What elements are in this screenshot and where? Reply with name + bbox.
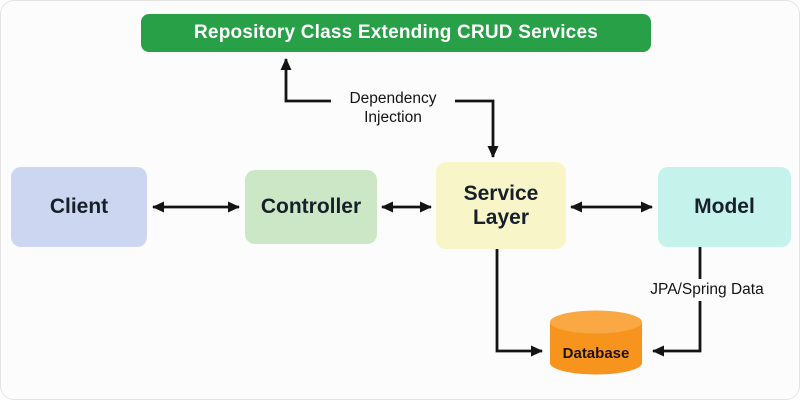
node-client: Client [11, 167, 147, 247]
title-text: Repository Class Extending CRUD Services [194, 22, 598, 43]
jpa-spring-data-label: JPA/Spring Data [641, 279, 773, 301]
title-banner: Repository Class Extending CRUD Services [141, 14, 651, 52]
node-model-label: Model [694, 195, 755, 219]
database-cylinder-icon [550, 310, 642, 375]
node-model: Model [658, 167, 791, 247]
node-controller: Controller [245, 170, 377, 244]
node-database-label: Database [562, 345, 630, 362]
node-service-layer: Service Layer [436, 162, 566, 249]
arrow-service-database [495, 249, 543, 357]
node-client-label: Client [49, 195, 109, 219]
node-controller-label: Controller [260, 195, 362, 219]
node-service-layer-label: Service Layer [463, 181, 539, 229]
dependency-injection-label: Dependency Injection [331, 87, 455, 130]
database-cylinder-top [550, 310, 642, 334]
